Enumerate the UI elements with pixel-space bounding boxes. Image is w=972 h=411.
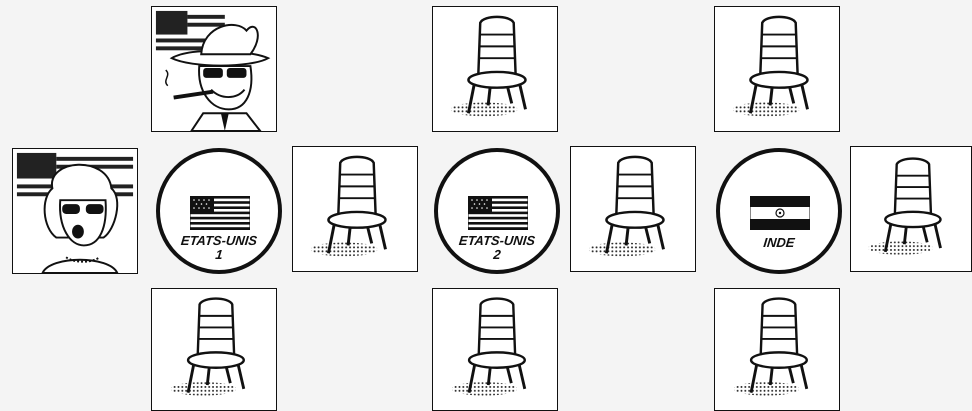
table-etats-unis-1[interactable]: ETATS-UNIS 1 xyxy=(156,148,282,274)
table-label: ETATS-UNIS xyxy=(180,233,258,248)
usa-flag-icon xyxy=(190,196,250,230)
empty-seat[interactable] xyxy=(432,6,558,132)
cowboy-portrait-icon xyxy=(155,10,271,131)
player-portrait-woman[interactable] xyxy=(12,148,138,274)
empty-seat[interactable] xyxy=(432,288,558,411)
empty-seat[interactable] xyxy=(850,146,972,272)
usa-flag-icon xyxy=(468,196,528,230)
table-label: ETATS-UNIS xyxy=(458,233,536,248)
player-portrait-cowboy[interactable] xyxy=(151,6,277,132)
empty-seat[interactable] xyxy=(714,288,840,411)
table-number: 2 xyxy=(492,247,502,262)
chair-icon xyxy=(571,147,695,271)
chair-icon xyxy=(293,147,417,271)
empty-seat[interactable] xyxy=(151,288,277,411)
chair-icon xyxy=(715,7,839,131)
chair-icon xyxy=(715,289,839,410)
woman-portrait-icon xyxy=(16,152,134,273)
empty-seat[interactable] xyxy=(714,6,840,132)
india-flag-icon xyxy=(750,196,810,230)
chair-icon xyxy=(851,147,971,271)
empty-seat[interactable] xyxy=(292,146,418,272)
table-etats-unis-2[interactable]: ETATS-UNIS 2 xyxy=(434,148,560,274)
chair-icon xyxy=(433,289,557,410)
table-number: 1 xyxy=(214,247,224,262)
chair-icon xyxy=(433,7,557,131)
table-label: INDE xyxy=(762,235,796,250)
empty-seat[interactable] xyxy=(570,146,696,272)
table-inde[interactable]: INDE xyxy=(716,148,842,274)
chair-icon xyxy=(152,289,276,410)
